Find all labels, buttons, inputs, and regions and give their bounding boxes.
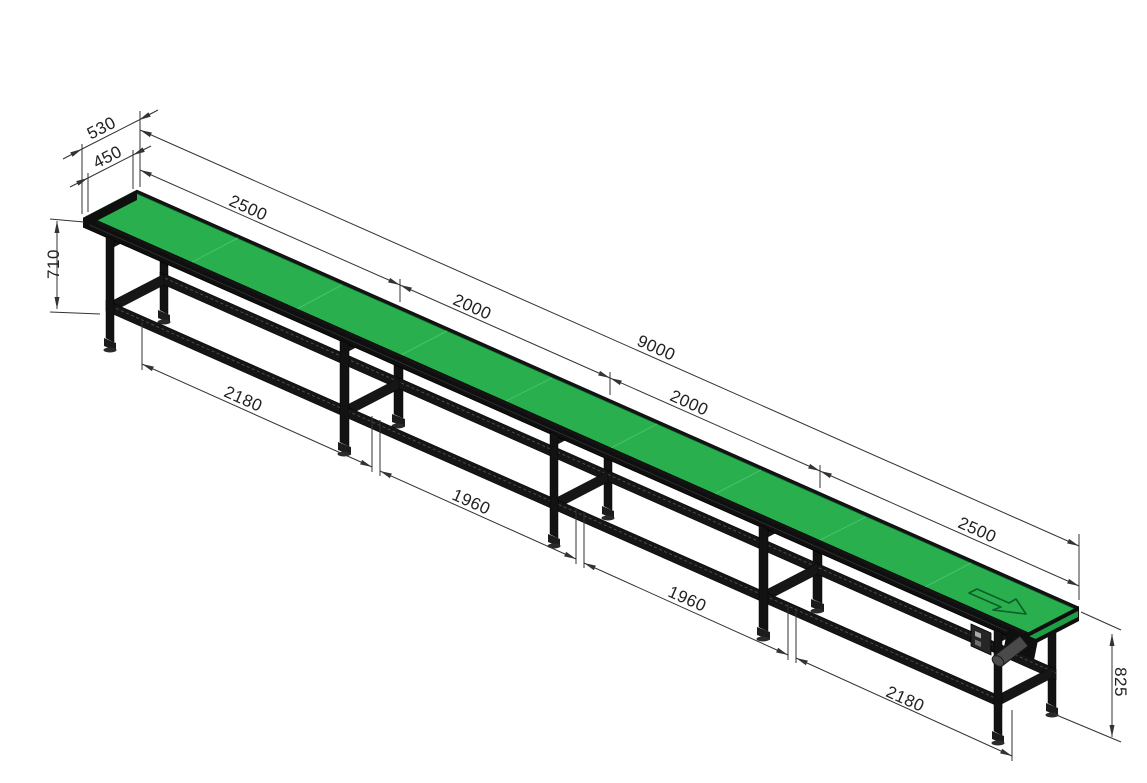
stand4-front-leg	[758, 524, 769, 632]
dim-text-9000: 9000	[634, 331, 678, 365]
dimension-height-710: 710	[44, 221, 63, 309]
dim-text-base-2180b: 2180	[883, 682, 927, 716]
conveyor-belt-assembly	[82, 189, 1080, 649]
frame-front-rail-top	[82, 215, 1030, 636]
dim-text-top-2000a: 2000	[450, 290, 494, 324]
belt-direction-arrow	[968, 588, 1027, 615]
dim-text-top-2500b: 2500	[955, 513, 999, 547]
conveyor-belt-surface	[86, 191, 1076, 634]
control-button-2	[975, 639, 981, 647]
stand2-front-leg	[339, 339, 350, 447]
dim-text-base-1960b: 1960	[665, 582, 709, 616]
right-end-roller	[1026, 611, 1078, 644]
stand1-front-leg	[105, 235, 115, 343]
stand5-front-leg	[993, 628, 1003, 736]
stand3-front-leg	[549, 431, 559, 539]
dim-text-base-1960a: 1960	[449, 485, 493, 519]
control-button-1	[975, 631, 981, 639]
dim-text-825: 825	[1111, 667, 1130, 697]
frame-front-face	[83, 218, 1025, 644]
dim-text-710: 710	[44, 249, 63, 279]
frame-back-rail-top	[132, 189, 1080, 610]
control-box	[970, 623, 992, 656]
left-end-face	[83, 190, 137, 228]
dimension-height-825: 825	[1109, 634, 1130, 737]
dim-text-top-2500: 2500	[226, 191, 270, 225]
dim-text-base-2180a: 2180	[221, 382, 265, 416]
dim-text-top-2000b: 2000	[667, 386, 711, 420]
dimension-base-chain: 2180 1960 1960 2180	[141, 363, 1013, 757]
